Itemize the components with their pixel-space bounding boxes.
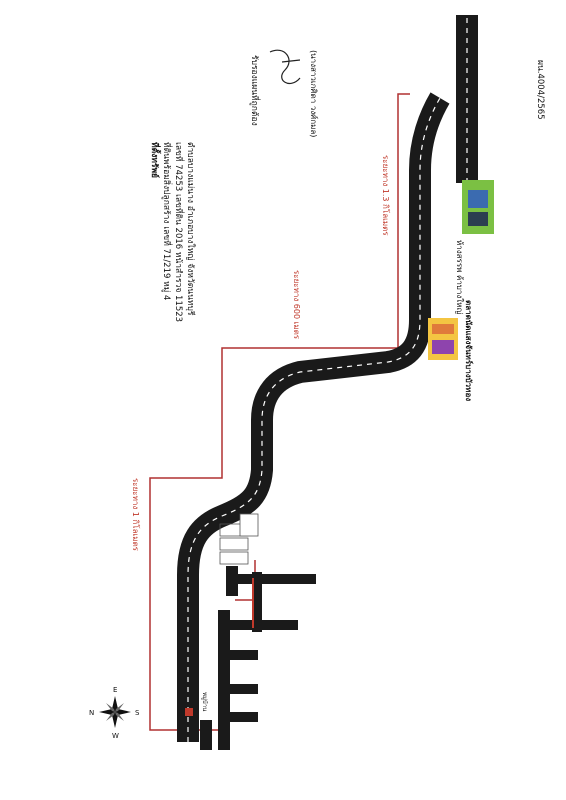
compass-n: N [89, 709, 94, 717]
distance-600m: ระยะทาง 600 เมตร [292, 270, 301, 340]
signature [269, 49, 301, 84]
side-streets [200, 566, 316, 750]
compass-e: E [113, 686, 117, 694]
mall-label: ห้างสรรพ ค้าบางใหญ่ [455, 240, 464, 315]
distance-1-3km: ระยะทาง 1.3 กิโลเมตร [381, 155, 390, 236]
doc-number: ผน.4004/2565 [535, 60, 545, 120]
village-label: หมู่บ้าน [201, 692, 208, 712]
compass-w: W [112, 732, 119, 740]
property-marker [185, 708, 193, 716]
compass-rose-icon: N S E W [89, 686, 140, 740]
market-label: ตลาดนัดแสงจันทร์บางบัวทอง [464, 300, 473, 402]
signer-name: (นางสาวเกศิดา วงศ์กมล) [309, 50, 318, 138]
highway [456, 15, 478, 183]
market-icon [428, 318, 458, 360]
distance-1km: ระยะทาง 1 กิโลเมตร [131, 478, 140, 551]
village-houses [219, 513, 259, 565]
certify-label: รับรองแผนที่ถูกต้อง [249, 55, 259, 126]
compass-s: S [135, 709, 140, 717]
property-line-3: ตำบลบางแม่นาง อำเภอบางใหญ่ จังหวัดนนทบุร… [185, 142, 195, 316]
mall-icon [462, 180, 494, 234]
main-road [177, 92, 450, 742]
